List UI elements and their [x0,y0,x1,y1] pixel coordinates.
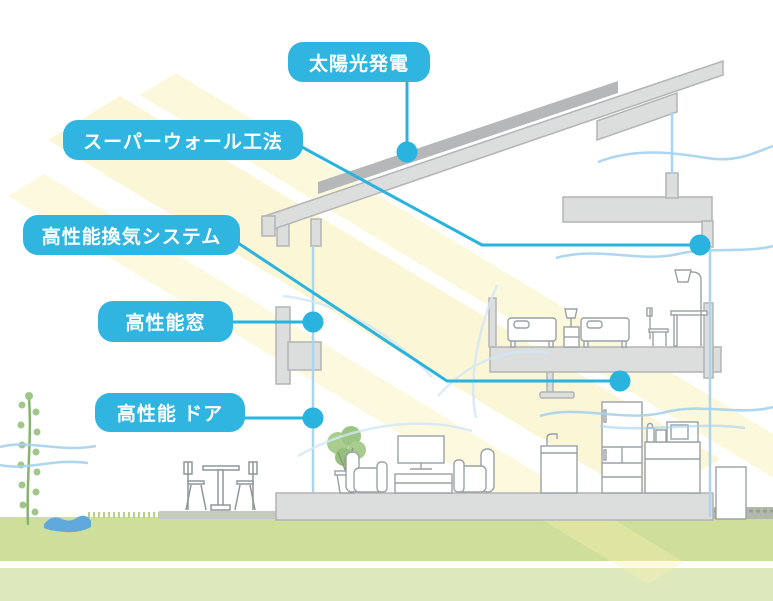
ventilation-callout-dot [609,370,631,392]
callout-super-wall: スーパーウォール工法 [63,120,303,160]
sunbeam [8,174,684,584]
callout-dots [302,141,711,429]
garden-chair [234,461,258,511]
callout-solar-power-label: 太陽光発電 [308,53,409,75]
bed [507,317,557,348]
left-eave-fascia [261,215,276,237]
ventilation-callout-line [237,241,614,383]
air-arc [471,284,499,419]
ventilation-unit-box [562,196,713,223]
duct-lines [311,112,712,517]
house-structure [261,59,724,521]
tv-stand [394,473,453,494]
callout-high-performance-door: 高性能 ドア [95,393,245,432]
roof-beam [596,91,678,142]
door-callout-dot [302,407,324,429]
right-wall-mid [703,302,714,379]
airflow-wave [0,443,97,450]
floor-lamp [674,269,702,346]
left-wall-beam [287,341,322,371]
kitchen-sink [540,433,578,494]
tv [397,435,445,470]
air-arc [297,422,473,458]
armchair [453,448,495,493]
sunbeam [48,96,720,503]
kitchen-counter [644,421,701,494]
callout-ventilation-system: 高性能換気システム [23,215,240,255]
left-wall-top-stub [310,218,322,247]
garden-table-base [210,504,231,511]
callout-high-performance-window: 高性能窓 [98,301,233,342]
grass-band [0,517,773,561]
solar-callout-dot [396,141,418,163]
potted-tree [327,426,366,494]
airflow-wave [539,405,773,418]
airflow-wave [0,460,89,468]
air-arc [437,350,549,397]
solar-panel [318,81,618,194]
callout-super-wall-label: スーパーウォール工法 [83,131,283,153]
desk [670,310,708,347]
garden-chair [183,461,207,511]
super-wall-callout-line [299,144,695,247]
super-wall-callout-dot [689,234,711,256]
garden-table-set [183,461,258,511]
vent-duct-stub [665,172,679,199]
bed [580,317,630,348]
refrigerator [601,401,643,494]
airflow-wave [599,424,746,430]
window-callout-dot [302,311,324,333]
ground [0,507,773,601]
outdoor-unit [715,466,747,520]
callout-solar-power: 太陽光発電 [288,42,430,82]
foundation-floor-slab [275,492,714,521]
living-furniture [327,401,747,520]
terrace-paver [159,511,278,519]
callout-high-performance-window-label: 高性能窓 [125,313,206,334]
armchair [345,451,388,493]
pond [44,515,91,533]
callout-high-performance-door-label: 高性能 ドア [116,404,224,425]
airflow-waves [0,144,773,468]
garden-table-pedestal [217,469,224,507]
desk-chair [646,307,669,346]
airflow-wave [555,244,773,260]
callout-ventilation-system-label: 高性能換気システム [41,226,222,248]
lower-ground-band [0,568,773,601]
plant-leaves [17,392,41,516]
airflow-wave [597,144,773,164]
bedroom-furniture [507,269,708,348]
canister [655,429,667,443]
nightstand-lamp [563,308,580,348]
plant-stem [26,397,32,526]
garden-plant [17,392,41,526]
callout-lines [230,80,695,420]
